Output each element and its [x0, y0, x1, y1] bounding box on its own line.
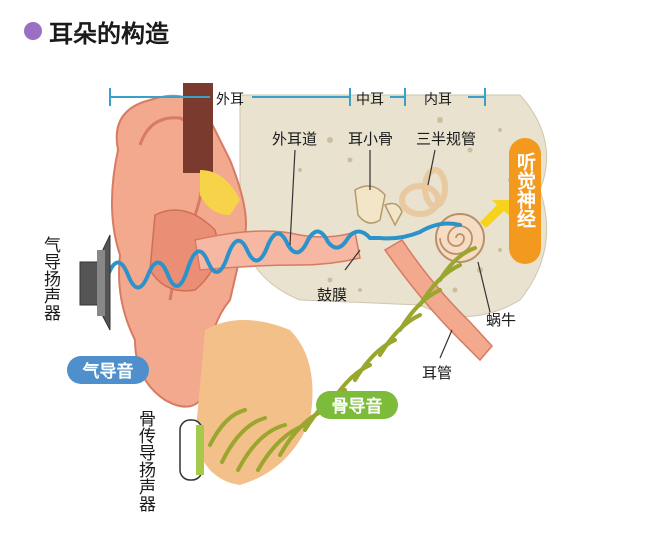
bone-badge-label: 骨导音: [332, 396, 383, 417]
air-badge: [67, 356, 149, 384]
label-cochlea: 蜗牛: [486, 311, 516, 329]
label-auditory-nerve: 听觉神经: [514, 151, 536, 228]
region-outer-label: 外耳: [216, 92, 244, 108]
air-speaker-icon: [79, 234, 111, 331]
region-middle-label: 中耳: [356, 92, 384, 108]
region-scale: [109, 88, 486, 106]
semicircular-canals-shape: [399, 167, 448, 217]
title-bullet: [24, 22, 42, 40]
label-ear-canal: 外耳道: [272, 130, 317, 148]
label-eardrum: 鼓膜: [317, 286, 347, 304]
label-air-speaker: 气导扬声器: [40, 236, 61, 321]
air-speaker-cone: [97, 250, 105, 316]
auditory-nerve-badge: [509, 138, 541, 264]
region-inner-label: 内耳: [424, 92, 452, 108]
subcutaneous-tissue: [195, 320, 313, 485]
eustachian-tube-shape: [383, 238, 494, 362]
label-bone-speaker: 骨传导扬声器: [135, 410, 156, 512]
bone-badge: [316, 391, 398, 419]
ossicles-shape: [354, 185, 403, 227]
yellow-tissue: [200, 170, 240, 215]
label-eustachian-tube: 耳管: [422, 364, 452, 382]
label-semicircular-canals: 三半规管: [416, 130, 476, 148]
bone-conduction-waves: [208, 246, 477, 472]
label-ossicles: 耳小骨: [348, 130, 393, 148]
diagram-title: 耳朵的构造: [49, 20, 169, 48]
air-badge-label: 气导音: [82, 361, 134, 382]
leader-lines: [289, 149, 491, 359]
bone-speaker-icon: [179, 419, 204, 481]
air-conduction-wave: [106, 221, 462, 290]
nerve-arrow: [480, 200, 510, 228]
